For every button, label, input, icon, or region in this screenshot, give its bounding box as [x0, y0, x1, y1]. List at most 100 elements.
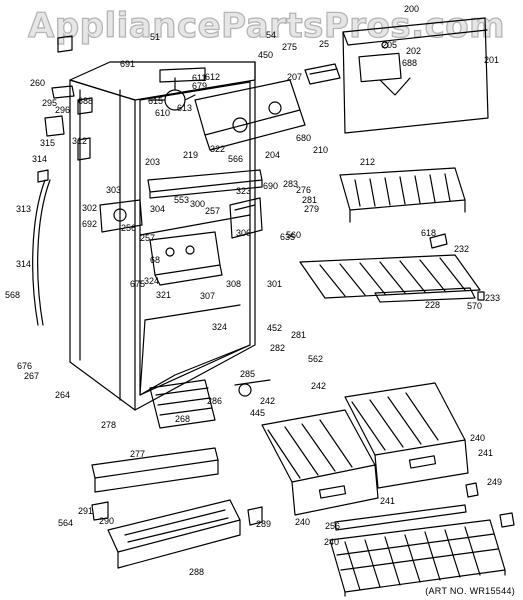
part-number-label: 553	[174, 195, 189, 205]
ice-tray	[304, 63, 341, 85]
part-number-label: 322	[210, 144, 225, 154]
part-number-label: 240	[324, 537, 339, 547]
part-number-label: 278	[101, 420, 116, 430]
part-number-label: 204	[265, 150, 280, 160]
part-number-label: 688	[402, 58, 417, 68]
part-number-label: 314	[32, 154, 47, 164]
part-number-label: 612	[205, 72, 220, 82]
part-number-label: 54	[266, 30, 276, 40]
part-number-label: 228	[425, 300, 440, 310]
part-number-label: 201	[484, 55, 499, 65]
toe-plate	[91, 447, 219, 493]
part-number-label: 267	[24, 371, 39, 381]
part-number-label: 300	[190, 199, 205, 209]
part-number-label: 568	[5, 290, 20, 300]
hinge-parts	[37, 35, 93, 183]
part-number-label: 692	[82, 219, 97, 229]
part-number-label: 680	[296, 133, 311, 143]
part-number-label: 281	[291, 330, 306, 340]
part-number-label: 210	[313, 145, 328, 155]
part-number-label: 445	[250, 408, 265, 418]
part-number-label: 635	[280, 232, 295, 242]
part-number-label: 314	[16, 259, 31, 269]
part-number-label: 240	[295, 517, 310, 527]
part-number-label: 279	[304, 204, 319, 214]
part-number-label: 242	[260, 396, 275, 406]
part-number-label: 560	[286, 230, 301, 240]
crisper-drawer-right	[344, 382, 469, 489]
part-number-label: 283	[283, 179, 298, 189]
part-number-label: 212	[360, 157, 375, 167]
part-number-label: 25	[319, 39, 329, 49]
part-number-label: 313	[16, 204, 31, 214]
part-number-label: 307	[200, 291, 215, 301]
part-number-label: 613	[177, 103, 192, 113]
lower-wire-shelf	[299, 254, 481, 303]
part-number-label: 570	[467, 301, 482, 311]
watermark: AppliancePartsPros.com	[27, 5, 506, 46]
part-number-label: 241	[478, 448, 493, 458]
part-number-label: 241	[380, 496, 395, 506]
part-number-label: 615	[148, 96, 163, 106]
part-number-label: 233	[485, 293, 500, 303]
crisper-cover-rail	[334, 504, 467, 531]
part-number-label: 202	[406, 46, 421, 56]
part-number-label: 450	[258, 50, 273, 60]
part-number-label: 312	[72, 136, 87, 146]
part-number-label: 564	[58, 518, 73, 528]
part-number-label: 275	[282, 42, 297, 52]
divider-trim	[147, 169, 263, 199]
part-number-label: 290	[99, 516, 114, 526]
part-number-label: 323	[236, 186, 251, 196]
part-number-label: 249	[487, 477, 502, 487]
part-number-label: 257	[140, 233, 155, 243]
part-number-label: 203	[145, 157, 160, 167]
drain-tube	[32, 179, 51, 326]
freezer-door	[342, 17, 489, 134]
grille	[107, 499, 241, 569]
part-number-label: 324	[212, 322, 227, 332]
part-number-label: 675	[130, 279, 145, 289]
part-number-label: 690	[263, 181, 278, 191]
part-number-label: 281	[302, 195, 317, 205]
base-pan	[149, 379, 271, 429]
part-number-label: 296	[55, 105, 70, 115]
part-number-label: 242	[311, 381, 326, 391]
part-number-label: 304	[150, 204, 165, 214]
part-number-label: 260	[30, 78, 45, 88]
part-number-label: 610	[155, 108, 170, 118]
part-number-label: 219	[183, 150, 198, 160]
part-number-label: 452	[267, 323, 282, 333]
part-number-label: 306	[236, 228, 251, 238]
part-number-label: 688	[78, 96, 93, 106]
part-number-label: 256	[121, 223, 136, 233]
part-number-label: 691	[120, 59, 135, 69]
part-number-label: 295	[42, 98, 57, 108]
part-number-label: 207	[287, 72, 302, 82]
shelf-bracket	[429, 233, 485, 301]
part-number-label: 611	[192, 73, 206, 83]
part-number-label: 301	[267, 279, 282, 289]
fan-motor-assembly	[149, 67, 206, 111]
part-number-label: 51	[150, 32, 160, 42]
part-number-label: 566	[228, 154, 243, 164]
part-number-label: 302	[82, 203, 97, 213]
wire-basket	[329, 519, 506, 597]
crisper-drawer-left	[261, 409, 379, 516]
part-number-label: 285	[240, 369, 255, 379]
freezer-evaporator-cover	[194, 79, 306, 151]
part-number-label: 303	[106, 185, 121, 195]
part-number-label: 676	[17, 361, 32, 371]
part-number-label: 289	[256, 519, 271, 529]
part-number-label: 286	[207, 396, 222, 406]
damper-control	[229, 197, 263, 239]
basket-glides	[465, 482, 515, 528]
part-number-label: 256	[325, 521, 340, 531]
part-number-label: 562	[308, 354, 323, 364]
part-number-label: 276	[296, 185, 311, 195]
part-number-label: 618	[421, 228, 436, 238]
part-number-label: 277	[130, 449, 145, 459]
part-number-label: 291	[78, 506, 93, 516]
